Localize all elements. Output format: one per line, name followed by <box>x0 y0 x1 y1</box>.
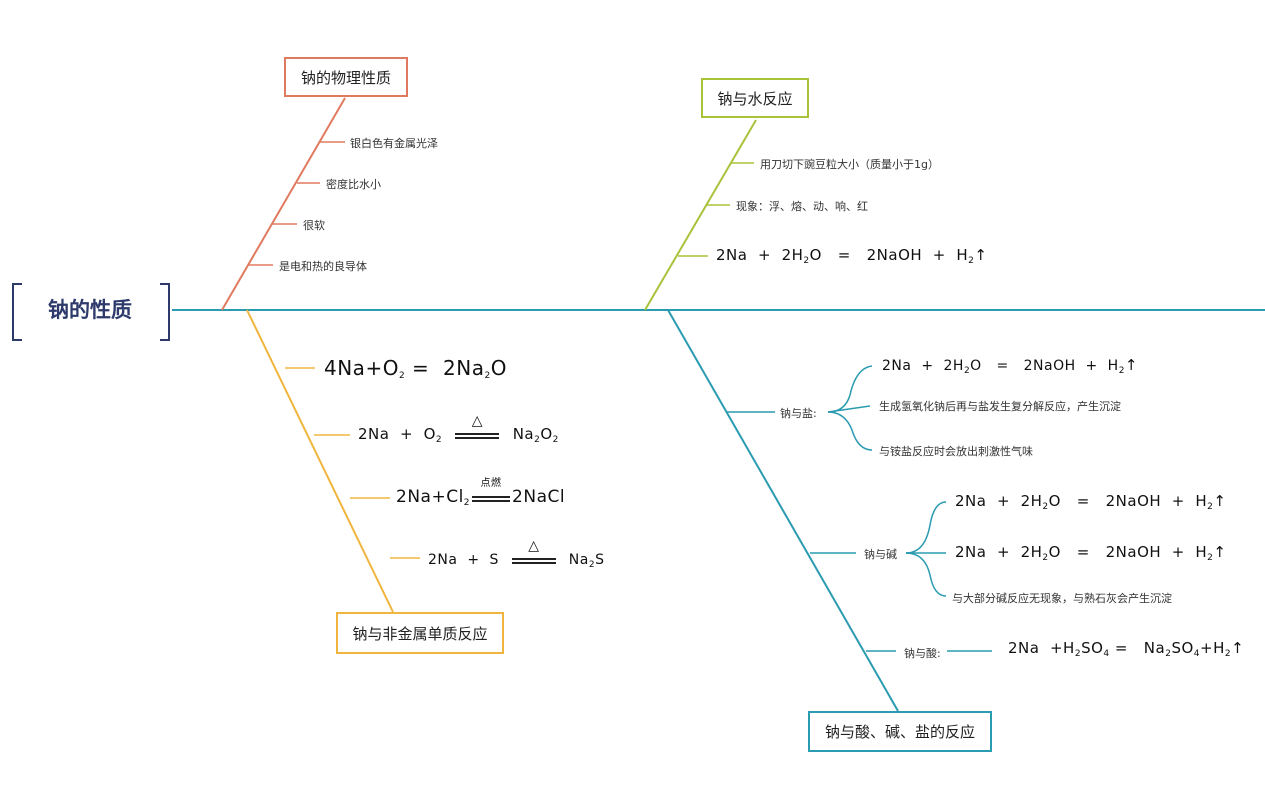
nonmetal-reaction-label: 钠与非金属单质反应 <box>352 624 488 643</box>
water-item: 用刀切下豌豆粒大小（质量小于1g） <box>760 158 939 171</box>
water-reaction-label: 钠与水反应 <box>717 89 793 108</box>
base-item: 与大部分碱反应无现象，与熟石灰会产生沉淀 <box>952 592 1172 605</box>
salt-item: 与铵盐反应时会放出刺激性气味 <box>879 445 1033 458</box>
water-item: 现象：浮、熔、动、响、红 <box>736 200 868 213</box>
physical-branch-line <box>221 97 346 311</box>
acid-base-salt-branch-line <box>667 309 899 712</box>
title-bracket-right <box>160 283 170 341</box>
physical-properties-label: 钠的物理性质 <box>300 68 391 87</box>
title-bracket-left <box>12 283 22 341</box>
acid-base-salt-box: 钠与酸、碱、盐的反应 <box>808 711 992 752</box>
nonmetal-equation-sulfur: 2Na + S △ Na2S <box>428 538 605 570</box>
ignite-condition: 点燃 <box>480 478 502 489</box>
acid-label: 钠与酸: <box>904 647 941 660</box>
main-title: 钠的性质 <box>48 298 132 322</box>
acid-equation: 2Na +H2SO4 = Na2SO4+H2↑ <box>1008 639 1245 659</box>
nonmetal-equation-peroxide: 2Na + O2 △ Na2O2 <box>358 413 559 445</box>
acid-base-salt-label: 钠与酸、碱、盐的反应 <box>824 723 975 741</box>
base-equation: 2Na + 2H2O = 2NaOH + H2↑ <box>955 492 1227 512</box>
nonmetal-reaction-box: 钠与非金属单质反应 <box>336 612 504 654</box>
physical-item: 很软 <box>303 219 325 232</box>
base-equation: 2Na + 2H2O = 2NaOH + H2↑ <box>955 543 1227 563</box>
salt-equation: 2Na + 2H2O = 2NaOH + H2↑ <box>882 356 1138 376</box>
physical-item: 密度比水小 <box>326 178 381 191</box>
delta-symbol: △ <box>528 538 540 554</box>
physical-item: 是电和热的良导体 <box>279 260 367 273</box>
salt-label: 钠与盐: <box>780 407 817 420</box>
water-reaction-box: 钠与水反应 <box>701 78 809 118</box>
salt-item: 生成氢氧化钠后再与盐发生复分解反应，产生沉淀 <box>879 400 1121 413</box>
delta-symbol: △ <box>471 413 484 429</box>
base-label: 钠与碱 <box>864 548 897 561</box>
water-equation: 2Na + 2H2O = 2NaOH + H2↑ <box>716 246 988 266</box>
physical-item: 银白色有金属光泽 <box>350 137 438 150</box>
physical-properties-box: 钠的物理性质 <box>284 57 408 97</box>
nonmetal-branch-line <box>246 309 394 613</box>
water-branch-line <box>644 119 757 311</box>
nonmetal-equation-oxide: 4Na+O2 = 2Na2O <box>324 356 507 381</box>
